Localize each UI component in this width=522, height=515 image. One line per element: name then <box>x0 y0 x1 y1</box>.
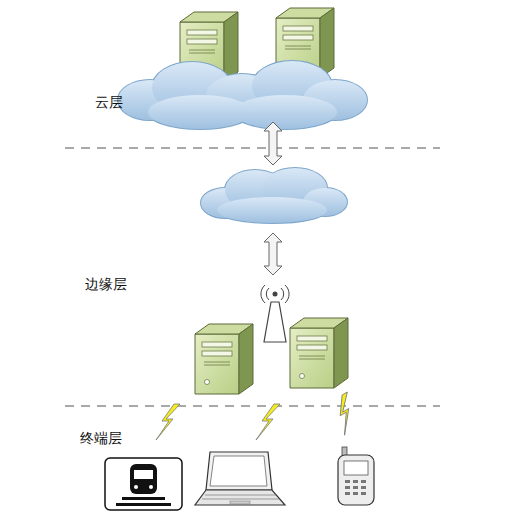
layer-separator <box>65 147 440 148</box>
double-arrow <box>264 233 282 275</box>
edge-server <box>290 318 348 388</box>
phone-icon <box>338 447 374 505</box>
layer-separator <box>65 405 440 406</box>
cloud-shape <box>201 168 347 223</box>
layer-label: 云层 <box>95 94 123 112</box>
antenna-tower <box>261 285 289 342</box>
layer-label: 边缘层 <box>85 276 127 294</box>
layer-label: 终端层 <box>80 430 122 448</box>
wireless-bolt <box>156 404 180 440</box>
laptop-icon <box>195 452 285 505</box>
edge-server <box>195 324 253 394</box>
cloud-shape <box>118 61 367 129</box>
double-arrow <box>264 122 282 165</box>
wireless-bolt <box>256 404 280 440</box>
train-icon <box>105 458 182 510</box>
wireless-bolt <box>327 392 366 435</box>
